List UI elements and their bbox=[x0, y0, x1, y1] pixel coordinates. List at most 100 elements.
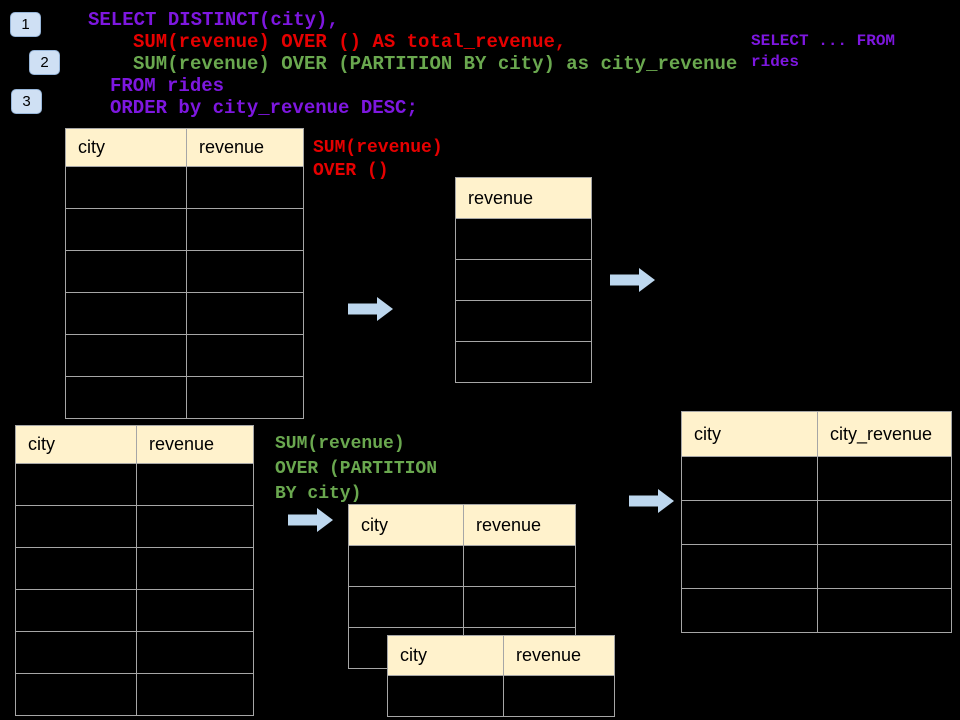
empty-cell bbox=[456, 301, 592, 342]
empty-cell bbox=[682, 545, 818, 589]
empty-cell bbox=[187, 335, 304, 377]
table-row bbox=[456, 260, 592, 301]
table-row bbox=[682, 589, 952, 633]
empty-cell bbox=[464, 546, 576, 587]
table-total-revenue-result: revenue bbox=[455, 177, 592, 383]
total-revenue-annotation: SUM(revenue) OVER () bbox=[313, 137, 443, 183]
column-header: city bbox=[682, 412, 818, 457]
empty-cell bbox=[349, 587, 464, 628]
empty-cell bbox=[16, 548, 137, 590]
empty-cell bbox=[66, 167, 187, 209]
code-line: BY city) bbox=[275, 484, 362, 504]
column-header: revenue bbox=[464, 505, 576, 546]
code-line: SUM(revenue) bbox=[313, 138, 443, 158]
table-header-row: revenue bbox=[456, 178, 592, 219]
empty-cell bbox=[682, 457, 818, 501]
table-row bbox=[16, 632, 254, 674]
table-row bbox=[16, 464, 254, 506]
code-line: SELECT ... FROM bbox=[751, 32, 896, 50]
empty-cell bbox=[388, 676, 504, 717]
empty-cell bbox=[66, 209, 187, 251]
code-line: rides bbox=[751, 53, 800, 71]
table-row bbox=[682, 501, 952, 545]
empty-cell bbox=[66, 251, 187, 293]
empty-cell bbox=[66, 335, 187, 377]
empty-cell bbox=[16, 632, 137, 674]
sql-summary-note: SELECT ... FROM rides bbox=[751, 31, 895, 73]
table-row bbox=[682, 545, 952, 589]
step-badge-2: 2 bbox=[29, 50, 60, 75]
empty-cell bbox=[187, 377, 304, 419]
empty-cell bbox=[137, 548, 254, 590]
empty-cell bbox=[137, 590, 254, 632]
empty-cell bbox=[464, 587, 576, 628]
table-row bbox=[349, 546, 576, 587]
table-row bbox=[16, 506, 254, 548]
code-line: SUM(revenue) OVER () AS total_revenue, bbox=[133, 31, 567, 53]
column-header: revenue bbox=[504, 636, 615, 676]
table-row bbox=[349, 587, 576, 628]
table-row bbox=[456, 342, 592, 383]
empty-cell bbox=[66, 293, 187, 335]
table-row bbox=[66, 251, 304, 293]
table-row bbox=[66, 209, 304, 251]
step-badge-label: 2 bbox=[40, 54, 49, 71]
arrow-right-icon bbox=[629, 489, 674, 513]
table-row bbox=[66, 335, 304, 377]
empty-cell bbox=[818, 589, 952, 633]
code-line: OVER (PARTITION bbox=[275, 459, 438, 479]
code-line: SUM(revenue) bbox=[275, 434, 405, 454]
sql-code-block: SELECT DISTINCT(city),SUM(revenue) OVER … bbox=[88, 9, 737, 119]
column-header: revenue bbox=[187, 129, 304, 167]
code-line: FROM rides bbox=[110, 75, 225, 97]
column-header: revenue bbox=[137, 426, 254, 464]
column-header: city bbox=[16, 426, 137, 464]
empty-cell bbox=[187, 293, 304, 335]
empty-cell bbox=[187, 251, 304, 293]
step-badge-1: 1 bbox=[10, 12, 41, 37]
code-line: OVER () bbox=[313, 161, 389, 181]
empty-cell bbox=[16, 590, 137, 632]
column-header: city bbox=[66, 129, 187, 167]
code-line: ORDER by city_revenue DESC; bbox=[110, 97, 418, 119]
table-row bbox=[16, 674, 254, 716]
empty-cell bbox=[682, 501, 818, 545]
step-badge-3: 3 bbox=[11, 89, 42, 114]
city-revenue-annotation: SUM(revenue) OVER (PARTITION BY city) bbox=[275, 432, 437, 507]
step-badge-label: 1 bbox=[21, 16, 30, 33]
arrow-right-icon bbox=[610, 268, 655, 292]
empty-cell bbox=[16, 464, 137, 506]
table-row bbox=[66, 293, 304, 335]
empty-cell bbox=[16, 506, 137, 548]
table-row bbox=[16, 590, 254, 632]
empty-cell bbox=[16, 674, 137, 716]
arrow-right-icon bbox=[348, 297, 393, 321]
empty-cell bbox=[504, 676, 615, 717]
empty-cell bbox=[187, 167, 304, 209]
arrow-right-icon bbox=[288, 508, 333, 532]
empty-cell bbox=[456, 342, 592, 383]
code-line: SELECT DISTINCT(city), bbox=[88, 9, 339, 31]
empty-cell bbox=[818, 545, 952, 589]
empty-cell bbox=[66, 377, 187, 419]
step-badge-label: 3 bbox=[22, 93, 31, 110]
empty-cell bbox=[682, 589, 818, 633]
empty-cell bbox=[456, 219, 592, 260]
empty-cell bbox=[137, 464, 254, 506]
table-row bbox=[16, 548, 254, 590]
column-header: revenue bbox=[456, 178, 592, 219]
table-row bbox=[682, 457, 952, 501]
table-row bbox=[66, 377, 304, 419]
empty-cell bbox=[456, 260, 592, 301]
column-header: city bbox=[388, 636, 504, 676]
